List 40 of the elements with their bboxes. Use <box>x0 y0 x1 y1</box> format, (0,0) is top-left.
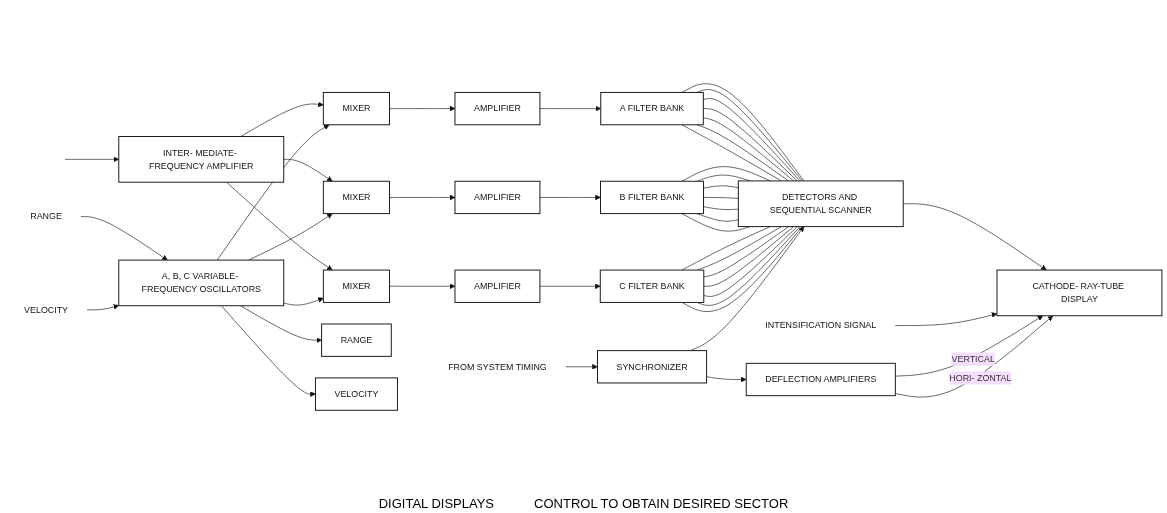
node-text: RANGE <box>30 211 62 222</box>
edge-label: HORI- ZONTAL <box>949 372 1012 383</box>
connector <box>703 117 794 182</box>
connector <box>703 206 739 210</box>
node-box: DEFLECTION AMPLIFIERS <box>745 362 896 397</box>
connector <box>703 226 798 297</box>
node-box: MIXER <box>322 180 390 215</box>
node-box: C FILTER BANK <box>599 269 705 303</box>
node-box: A, B, C VARIABLE- FREQUENCY OSCILLATORS <box>118 259 285 307</box>
node-text: FROM SYSTEM TIMING <box>448 361 547 372</box>
node-box: SYNCHRONIZER <box>597 350 708 384</box>
node-box: A FILTER BANK <box>600 91 704 126</box>
connector <box>703 197 739 199</box>
connector <box>681 226 771 271</box>
connector <box>703 226 789 278</box>
connector <box>696 226 782 271</box>
node-box: RANGE <box>321 323 392 357</box>
edge-label: VERTICAL <box>951 353 995 364</box>
node-box: INTER- MEDIATE- FREQUENCY AMPLIFIER <box>118 136 285 183</box>
node-box: AMPLIFIER <box>454 91 541 126</box>
connector <box>681 124 782 182</box>
node-box: VELOCITY <box>314 377 398 411</box>
node-box: AMPLIFIER <box>454 269 541 303</box>
connector <box>703 185 739 189</box>
connector <box>681 83 805 182</box>
connector <box>696 226 801 306</box>
node-box: AMPLIFIER <box>454 180 541 215</box>
node-text: INTENSIFICATION SIGNAL <box>765 320 877 331</box>
node-text: VELOCITY <box>24 304 69 315</box>
connector <box>703 226 794 287</box>
connector <box>696 124 789 182</box>
node-box: DETECTORS AND SEQUENTIAL SCANNER <box>737 180 904 228</box>
node-box: CATHODE- RAY-TUBE DISPLAY <box>996 269 1163 317</box>
node-box: MIXER <box>322 269 390 303</box>
node-box: MIXER <box>322 91 390 126</box>
connector <box>696 89 803 182</box>
node-box: B FILTER BANK <box>600 180 705 215</box>
connector <box>681 226 803 312</box>
note-label: DIGITAL DISPLAYS <box>378 496 495 511</box>
note-label: CONTROL TO OBTAIN DESIRED SECTOR <box>534 496 789 511</box>
